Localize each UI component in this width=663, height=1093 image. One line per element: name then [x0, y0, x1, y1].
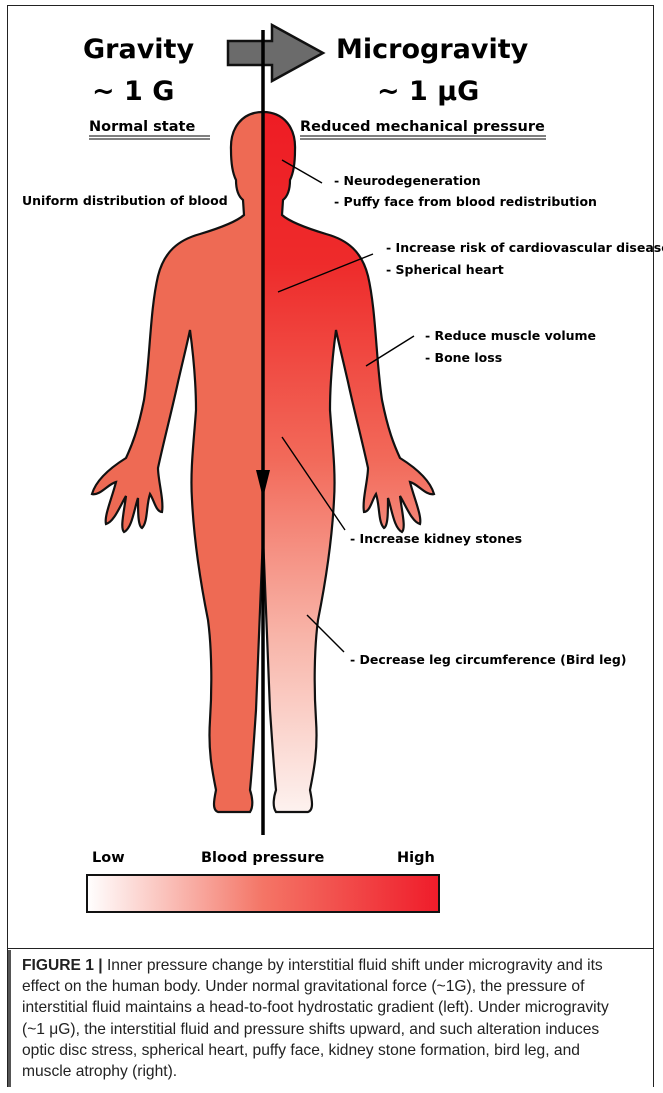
scale-high-label: High: [397, 850, 435, 866]
figure-caption: FIGURE 1 | Inner pressure change by inte…: [22, 955, 622, 1082]
annotation-line: - Increase kidney stones: [350, 531, 522, 546]
left-title: Gravity: [83, 34, 194, 65]
caption-side-rule: [8, 950, 11, 1087]
annotation-head: - Neurodegeneration - Puffy face from bl…: [334, 173, 597, 209]
annotation-line: - Decrease leg circumference (Bird leg): [350, 652, 627, 667]
left-note: Uniform distribution of blood: [22, 193, 228, 208]
caption-text: Inner pressure change by interstitial fl…: [22, 957, 609, 1080]
gravity-shift-arrow: [228, 25, 323, 81]
blood-pressure-gradient-bar: [87, 875, 439, 912]
gravity-diagram: Gravity ~ 1 G Microgravity ~ 1 μG Normal…: [0, 0, 663, 950]
annotation-line: - Puffy face from blood redistribution: [334, 194, 597, 209]
annotation-line: - Increase risk of cardiovascular diseas…: [386, 240, 663, 255]
right-title: Microgravity: [336, 34, 529, 65]
scale-title: Blood pressure: [201, 850, 324, 866]
right-state-label: Reduced mechanical pressure: [300, 119, 545, 135]
left-subtitle: ~ 1 G: [92, 76, 174, 107]
annotation-line: - Bone loss: [425, 350, 502, 365]
annotation-line: - Spherical heart: [386, 262, 504, 277]
annotation-line: - Neurodegeneration: [334, 173, 481, 188]
left-state-label: Normal state: [89, 119, 195, 135]
annotation-kidney: - Increase kidney stones: [350, 531, 522, 546]
annotation-line: - Reduce muscle volume: [425, 328, 596, 343]
scale-low-label: Low: [92, 850, 125, 866]
caption-top-rule: [8, 948, 653, 949]
right-subtitle: ~ 1 μG: [377, 76, 479, 107]
annotation-arm: - Reduce muscle volume - Bone loss: [425, 328, 596, 365]
annotation-leg: - Decrease leg circumference (Bird leg): [350, 652, 627, 667]
caption-label: FIGURE 1 |: [22, 957, 103, 974]
annotation-heart: - Increase risk of cardiovascular diseas…: [386, 240, 663, 277]
